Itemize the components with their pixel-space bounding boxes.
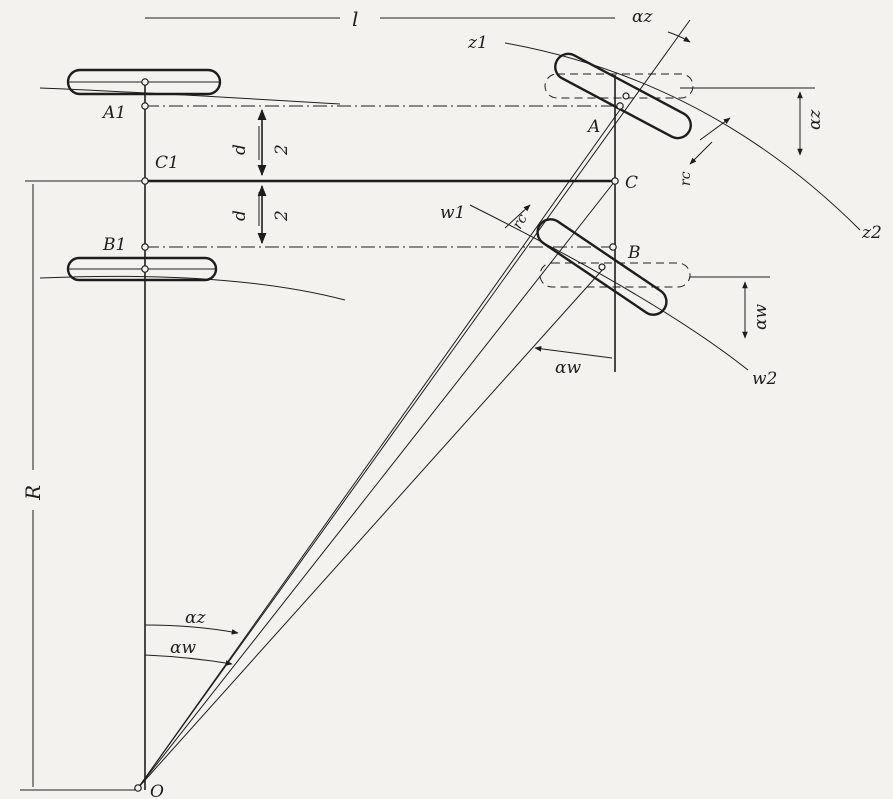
point-C1 (141, 177, 149, 185)
label-w1: w1 (440, 203, 465, 223)
rear-top-track-arc (39, 87, 341, 105)
label-alpha-w-right: αw (751, 304, 771, 330)
point-A1 (141, 102, 149, 110)
label-d-num-2: d (230, 210, 250, 221)
ray-to-z (137, 19, 691, 789)
label-d-den-2: 2 (272, 210, 292, 222)
front-wheel-bottom-steered (536, 218, 668, 316)
label-w2: w2 (752, 369, 777, 389)
label-d-den-1: 2 (272, 144, 292, 156)
front-wheel-top-straight (544, 73, 694, 99)
point-rear-top-hub (141, 78, 149, 86)
ray-to-C (137, 180, 616, 789)
point-B1 (141, 243, 149, 251)
label-C1: C1 (155, 153, 179, 173)
rc-mid-arrow (504, 204, 531, 229)
joint-points (134, 78, 630, 792)
ray-to-A (137, 106, 623, 789)
label-A: A (586, 117, 600, 137)
arc-alpha-z-O (144, 624, 239, 635)
label-C: C (625, 173, 638, 193)
alpha-w-bottom-dim (534, 346, 613, 359)
label-z1: z1 (467, 33, 488, 53)
point-A (616, 102, 624, 110)
label-alpha-z-top: αz (632, 7, 653, 27)
rc-top-arrow-b (689, 141, 713, 165)
point-C (611, 177, 619, 185)
rear-bottom-track-arc (39, 275, 346, 301)
arc-alpha-w-O (144, 654, 233, 666)
label-O: O (150, 782, 164, 799)
label-alpha-w-bottom: αw (555, 358, 581, 378)
point-front-bottom-hub (598, 263, 606, 271)
curve-w1-w2 (469, 204, 749, 371)
label-d-num-1: d (230, 144, 250, 155)
label-B: B (627, 243, 641, 263)
point-rear-bottom-hub (141, 265, 149, 273)
curve-z1-z2 (504, 42, 861, 231)
label-rc-mid: rc (510, 211, 531, 232)
front-wheel-bottom-straight (539, 262, 691, 288)
label-alpha-z-O: αz (185, 608, 206, 628)
label-B1: B1 (102, 235, 126, 255)
rc-top-arrow-a (699, 117, 731, 141)
label-z2: z2 (861, 223, 882, 243)
alpha-z-top-arrow (667, 31, 691, 43)
vehicle-frame (20, 75, 620, 791)
label-alpha-w-O: αw (170, 638, 196, 658)
label-l: l (352, 7, 358, 31)
label-R: R (21, 485, 45, 501)
label-rc-top: rc (678, 171, 694, 186)
label-A1: A1 (101, 103, 126, 123)
ray-to-B (137, 267, 605, 789)
point-O (134, 784, 142, 792)
point-front-top-hub (622, 92, 630, 100)
label-alpha-z-right: αz (805, 109, 825, 130)
point-B (609, 243, 617, 251)
turning-rays (137, 19, 691, 789)
